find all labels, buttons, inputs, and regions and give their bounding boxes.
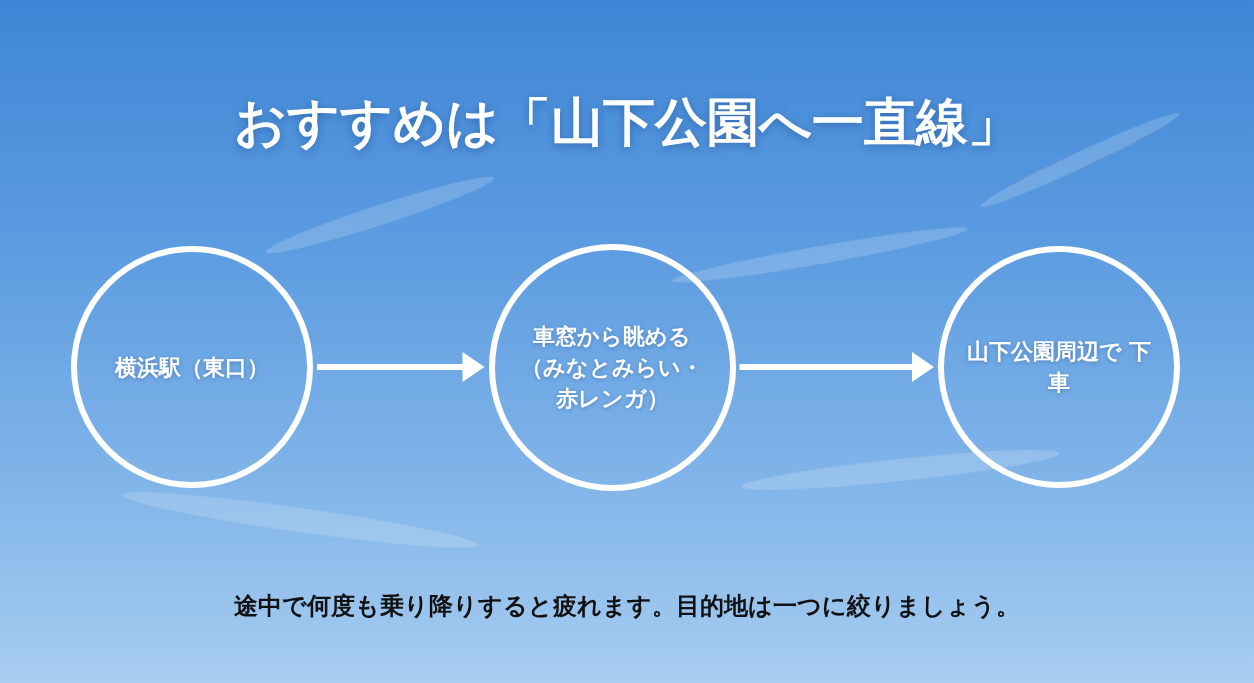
step-circle: 車窓から眺める （みなとみらい・ 赤レンガ） (489, 244, 736, 491)
step-label: 横浜駅（東口） (115, 352, 269, 383)
flow-arrow (317, 352, 485, 382)
step-label: 山下公園周辺で 下車 (961, 336, 1157, 398)
step-label: 車窓から眺める （みなとみらい・ 赤レンガ） (514, 321, 710, 414)
caption: 途中で何度も乗り降りすると疲れます。目的地は一つに絞りましょう。 (0, 588, 1254, 624)
step-circle: 山下公園周辺で 下車 (938, 246, 1180, 488)
flow-arrow (740, 352, 935, 382)
step-circle: 横浜駅（東口） (71, 246, 313, 488)
title: おすすめは「山下公園へ一直線」 (0, 82, 1254, 162)
